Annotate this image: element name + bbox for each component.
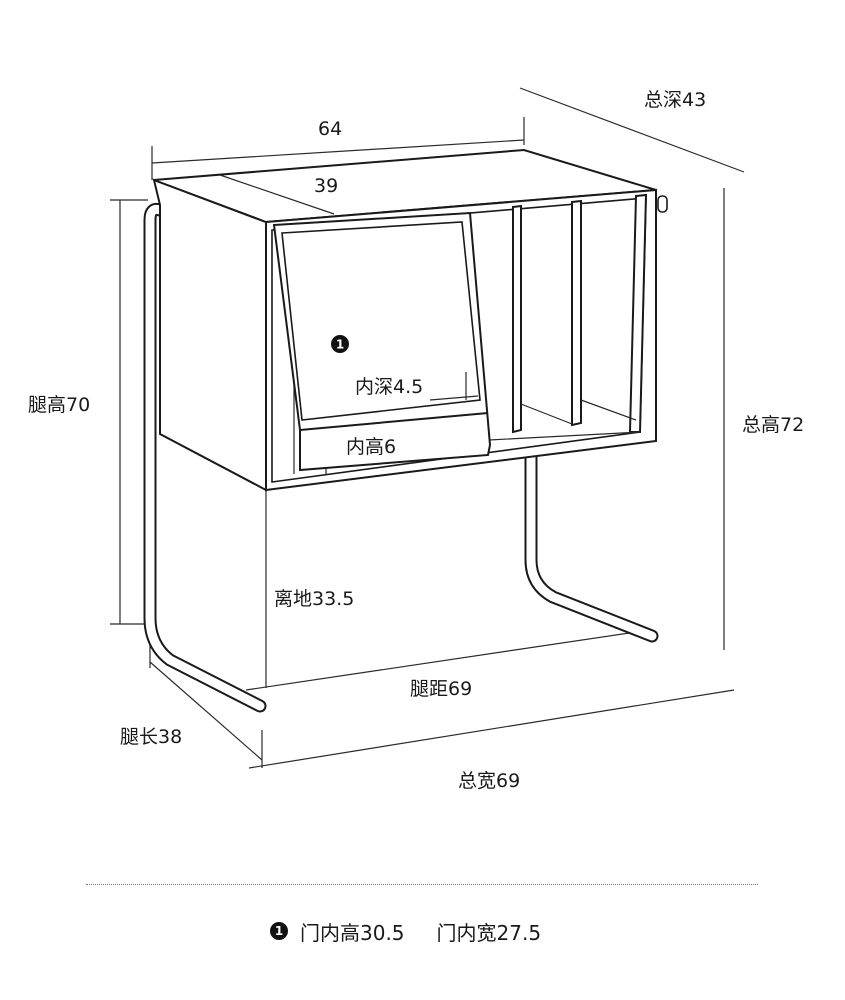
door — [272, 211, 492, 472]
label-leg-height: 腿高70 — [28, 394, 90, 416]
label-depth-39: 39 — [314, 175, 338, 197]
footer-divider — [86, 884, 758, 885]
footnote-marker: 1 — [270, 922, 288, 940]
knob — [657, 195, 668, 213]
marker-badge: 1 — [331, 335, 349, 353]
footnote-door-inner-width: 门内宽27.5 — [436, 920, 542, 945]
right-leg — [524, 449, 659, 643]
label-leg-distance: 腿距69 — [410, 678, 472, 700]
marker-badge-number: 1 — [336, 338, 344, 352]
label-inner-height: 内高6 — [346, 436, 396, 458]
label-total-depth: 总深43 — [644, 89, 706, 111]
label-total-width: 总宽69 — [458, 770, 520, 792]
label-ground-clearance: 离地33.5 — [274, 588, 354, 610]
dimension-lines — [110, 87, 745, 769]
label-leg-length: 腿长38 — [120, 726, 182, 748]
label-inner-depth: 内深4.5 — [355, 376, 423, 398]
footnote-door-inner-height: 门内高30.5 — [300, 920, 405, 945]
label-width-64: 64 — [318, 118, 342, 140]
footnote: 1 门内高30.5 门内宽27.5 — [270, 916, 541, 946]
back-left-leg — [143, 203, 267, 713]
label-total-height: 总高72 — [742, 414, 804, 436]
